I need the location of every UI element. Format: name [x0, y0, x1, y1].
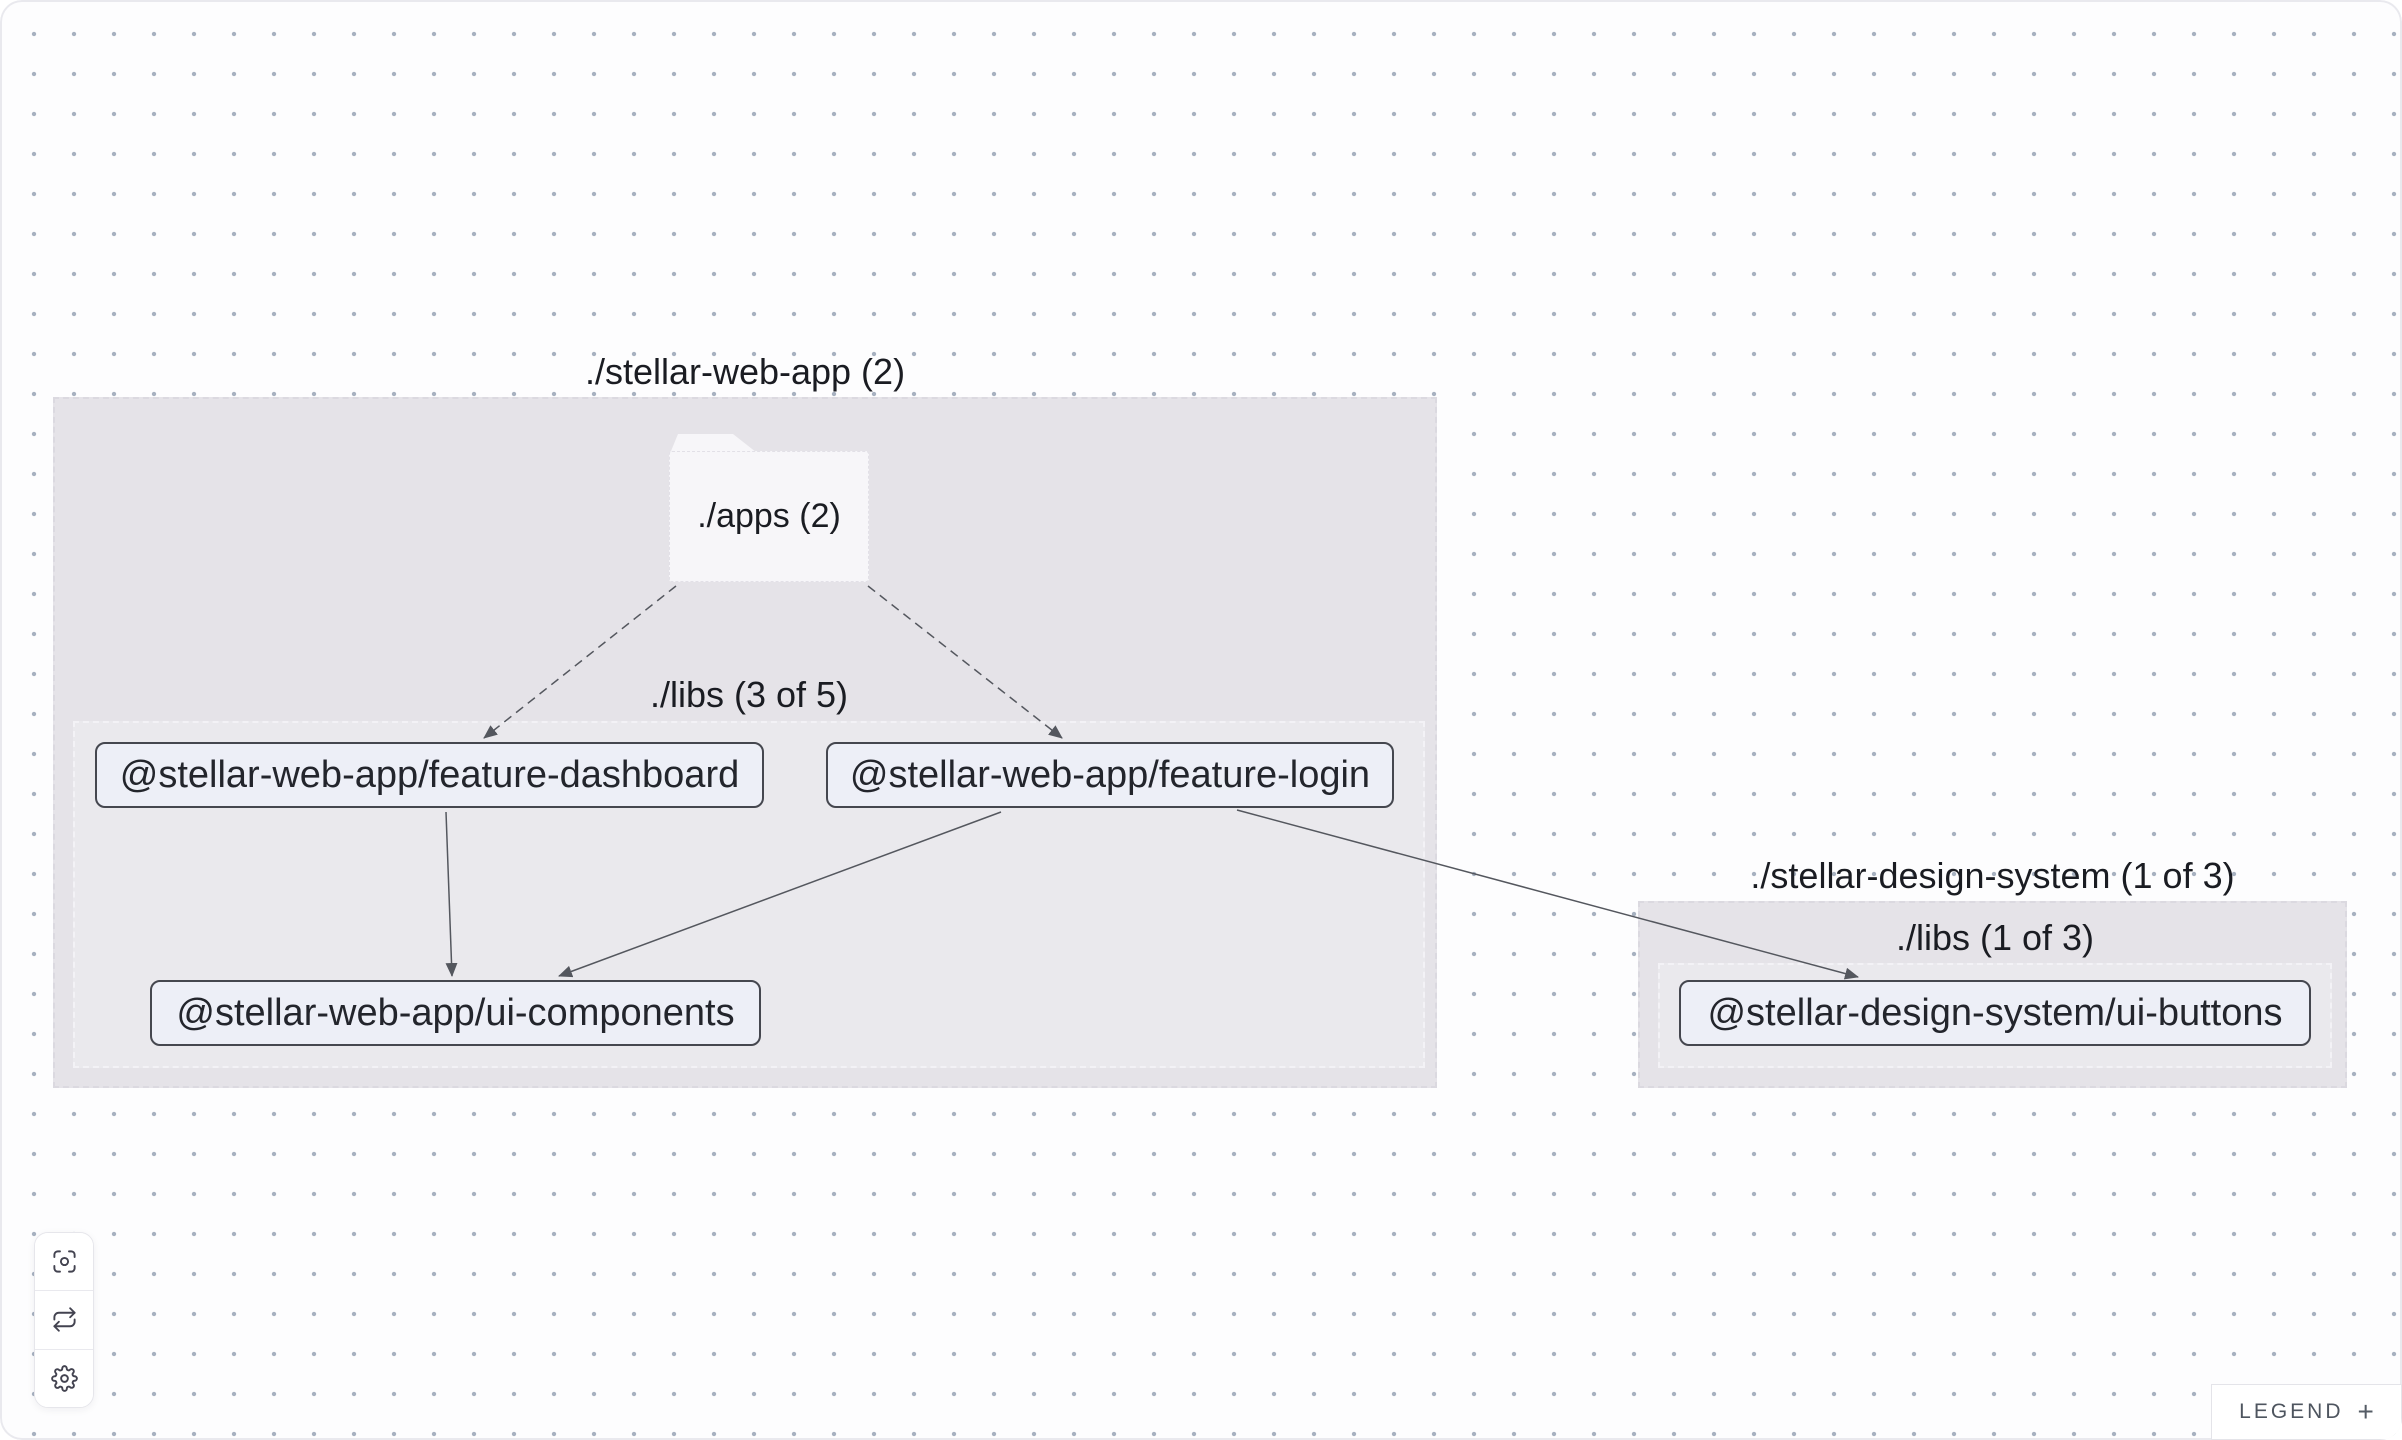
center-graph-button[interactable]	[35, 1233, 93, 1291]
project-node-ui-components[interactable]: @stellar-web-app/ui-components	[150, 980, 761, 1046]
group-title-web-app-libs: ./libs (3 of 5)	[649, 674, 849, 715]
project-node-feature-login[interactable]: @stellar-web-app/feature-login	[826, 742, 1394, 808]
folder-body: ./apps (2)	[669, 451, 869, 582]
folder-tab	[669, 434, 761, 456]
graph-control-rail	[34, 1232, 94, 1408]
folder-node-apps[interactable]: ./apps (2)	[669, 434, 869, 582]
refresh-icon	[52, 1307, 76, 1333]
folder-apps-label: ./apps (2)	[697, 497, 841, 535]
legend-toggle-button[interactable]: LEGEND +	[2211, 1384, 2402, 1440]
group-title-stellar-design-system: ./stellar-design-system (1 of 3)	[1750, 855, 2235, 896]
settings-gear-icon	[50, 1364, 78, 1392]
focus-icon	[52, 1250, 76, 1273]
settings-button[interactable]	[35, 1348, 93, 1407]
refresh-graph-button[interactable]	[35, 1290, 93, 1349]
group-title-stellar-web-app: ./stellar-web-app (2)	[584, 351, 906, 392]
project-node-feature-dashboard[interactable]: @stellar-web-app/feature-dashboard	[95, 742, 764, 808]
project-node-ui-buttons[interactable]: @stellar-design-system/ui-buttons	[1679, 980, 2311, 1046]
group-title-design-system-libs: ./libs (1 of 3)	[1895, 917, 2095, 958]
legend-label: LEGEND	[2239, 1400, 2344, 1423]
plus-icon: +	[2357, 1396, 2374, 1427]
